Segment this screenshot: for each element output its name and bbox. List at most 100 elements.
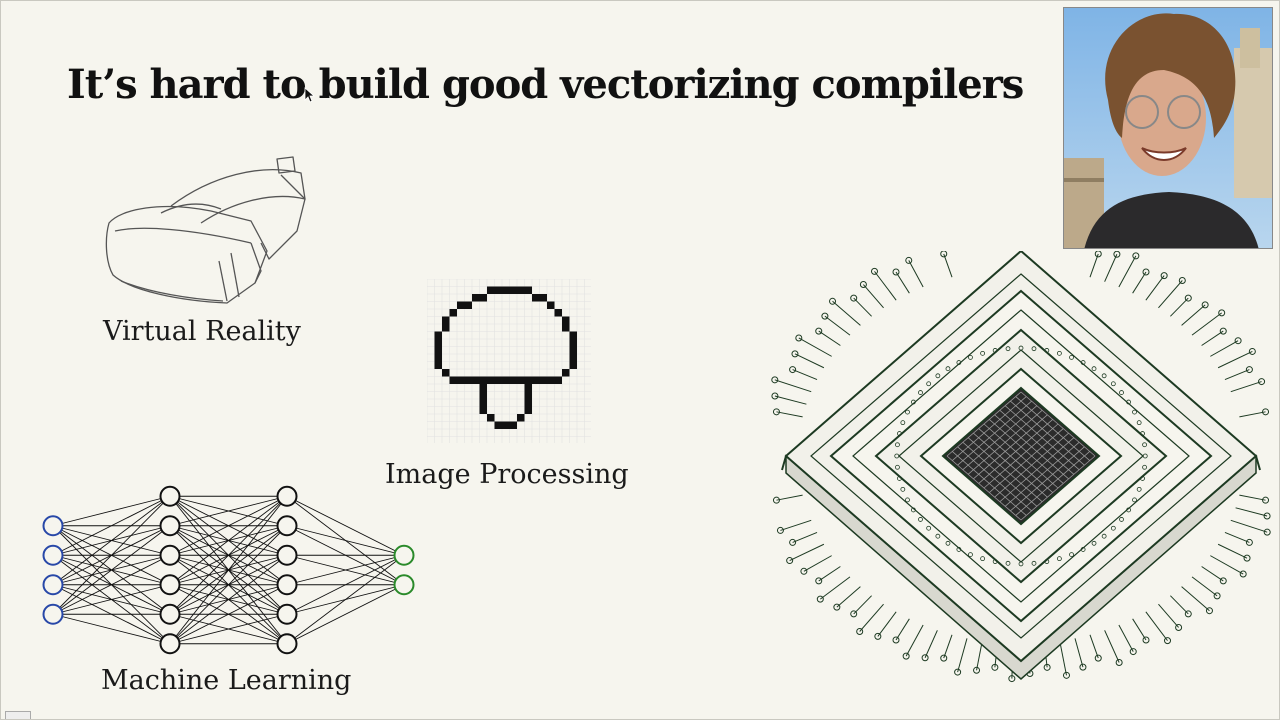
mushroom-pixel: [517, 414, 525, 422]
mushroom-pixel: [464, 376, 472, 384]
mushroom-pixel: [532, 294, 540, 302]
image-processing-label: Image Processing: [385, 459, 629, 490]
mushroom-pixel: [457, 301, 465, 309]
mushroom-pixel: [442, 369, 450, 377]
mushroom-pixel: [554, 309, 562, 317]
network-edge: [169, 495, 288, 615]
mushroom-pixel: [502, 286, 510, 294]
vr-headset-icon: [105, 156, 306, 304]
mushroom-pixel: [562, 324, 570, 332]
mushroom-pixel: [509, 286, 517, 294]
mushroom-pixel: [464, 301, 472, 309]
mushroom-pixel: [562, 369, 570, 377]
network-edge: [169, 495, 288, 527]
network-edge: [286, 495, 405, 556]
network-edge: [286, 554, 405, 645]
mushroom-pixel: [517, 286, 525, 294]
hidden-neuron: [159, 603, 181, 625]
mushroom-pixel: [569, 346, 577, 354]
mushroom-pixel: [509, 376, 517, 384]
mushroom-pixel: [434, 339, 442, 347]
mushroom-pixel: [569, 354, 577, 362]
mushroom-pixel: [457, 376, 465, 384]
network-edge: [286, 584, 405, 645]
network-edge: [52, 584, 171, 615]
mushroom-pixel: [479, 406, 487, 414]
hidden-neuron: [276, 515, 298, 537]
mushroom-pixel: [479, 399, 487, 407]
mushroom-pixel: [487, 414, 495, 422]
mushroom-pixel: [569, 339, 577, 347]
mushroom-pixel: [524, 286, 532, 294]
mushroom-pixel: [502, 376, 510, 384]
network-edge: [169, 613, 288, 645]
network-edge: [286, 525, 405, 556]
mushroom-pixel: [547, 376, 555, 384]
hidden-neuron: [276, 544, 298, 566]
hidden-neuron: [159, 485, 181, 507]
mushroom-pixel: [524, 376, 532, 384]
output-neuron: [393, 544, 415, 566]
mushroom-pixel: [524, 399, 532, 407]
network-edge: [286, 554, 405, 615]
output-neuron: [393, 574, 415, 596]
mushroom-pixel: [532, 376, 540, 384]
network-edge: [52, 495, 171, 586]
network-edge: [52, 554, 171, 615]
mushroom-pixel: [562, 316, 570, 324]
mushroom-pixel: [539, 294, 547, 302]
hidden-neuron: [276, 485, 298, 507]
mushroom-pixel: [442, 316, 450, 324]
network-edge: [52, 613, 171, 645]
hidden-neuron: [276, 603, 298, 625]
network-edge: [52, 495, 171, 527]
mushroom-pixel: [487, 286, 495, 294]
input-neuron: [42, 544, 64, 566]
slide-title: It’s hard to build good vectorizing comp…: [67, 61, 1024, 108]
neural-network-diagram: [42, 485, 415, 655]
input-neuron: [42, 574, 64, 596]
mouse-pointer-icon: [304, 87, 316, 103]
hidden-neuron: [159, 544, 181, 566]
mushroom-pixel: [434, 361, 442, 369]
mushroom-pixel: [517, 376, 525, 384]
hidden-neuron: [159, 574, 181, 596]
input-neuron: [42, 603, 64, 625]
network-edge: [169, 495, 288, 645]
mushroom-pixel: [524, 406, 532, 414]
network-edge: [169, 584, 288, 645]
mushroom-pixel: [524, 391, 532, 399]
mushroom-pixel: [479, 384, 487, 392]
mushroom-pixel: [487, 376, 495, 384]
mushroom-pixel: [472, 294, 480, 302]
mushroom-pixel: [479, 294, 487, 302]
hidden-neuron: [159, 633, 181, 655]
mushroom-pixel: [449, 376, 457, 384]
mushroom-pixel: [494, 376, 502, 384]
mushroom-pixel: [434, 354, 442, 362]
mushroom-pixel: [569, 331, 577, 339]
mushroom-pixel: [547, 301, 555, 309]
mushroom-pixel: [479, 391, 487, 399]
mushroom-pixel: [434, 331, 442, 339]
mushroom-pixel: [539, 376, 547, 384]
network-edge: [169, 495, 288, 556]
mushroom-pixel: [479, 376, 487, 384]
network-edge: [169, 495, 288, 586]
network-edge: [52, 525, 171, 615]
input-neuron: [42, 515, 64, 537]
cpu-chip-icon: [771, 251, 1271, 683]
mushroom-pixel: [494, 286, 502, 294]
machine-learning-label: Machine Learning: [101, 665, 352, 696]
mushroom-pixel: [502, 421, 510, 429]
mushroom-pixel: [524, 384, 532, 392]
mushroom-pixel: [449, 309, 457, 317]
corner-control-button[interactable]: [5, 711, 31, 719]
hidden-neuron: [276, 574, 298, 596]
mushroom-pixel: [494, 421, 502, 429]
mushroom-pixel: [509, 421, 517, 429]
vr-label: Virtual Reality: [103, 316, 301, 347]
mushroom-pixel: [442, 324, 450, 332]
pixel-mushroom-icon: [427, 279, 591, 443]
